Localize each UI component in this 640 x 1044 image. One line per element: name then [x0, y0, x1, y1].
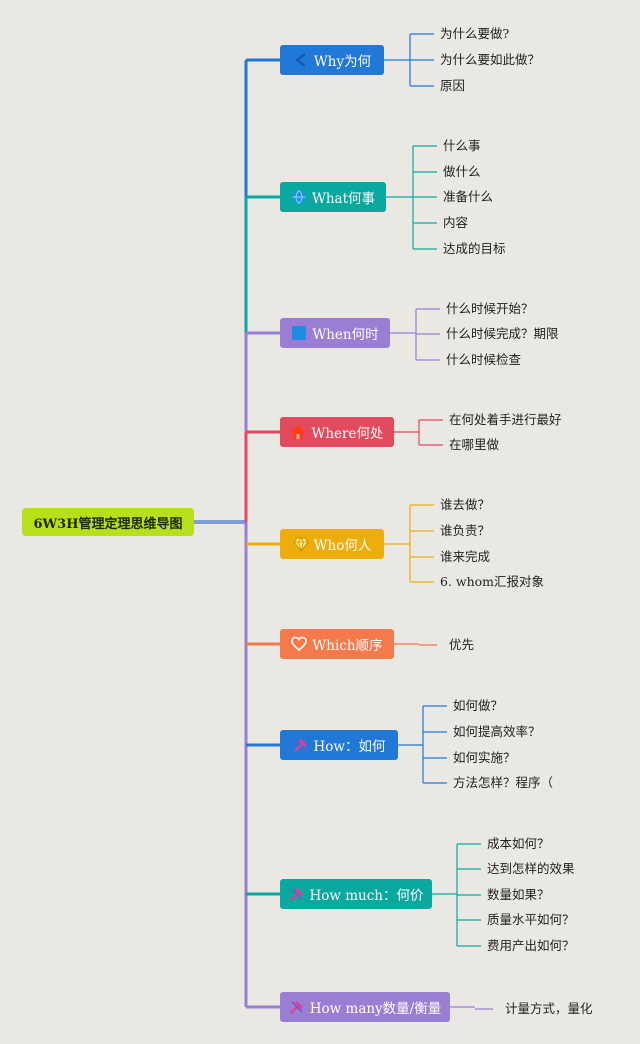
- leaf-topic[interactable]: 什么时候完成？期限: [446, 326, 559, 341]
- leaf-topic[interactable]: 做什么: [443, 164, 481, 179]
- home-icon: [290, 424, 306, 440]
- leaf-topic[interactable]: 谁负责？: [440, 523, 491, 538]
- branch-label: Who何人: [313, 538, 372, 554]
- leaf-topic[interactable]: 谁去做？: [440, 497, 491, 512]
- leaf-topic[interactable]: 什么时候开始？: [446, 301, 534, 316]
- leaf-topic[interactable]: 什么时候检查: [446, 352, 522, 367]
- diamond-icon: [293, 536, 309, 552]
- tools-icon: [289, 886, 305, 902]
- leaf-topic[interactable]: 为什么要做?: [440, 26, 510, 41]
- leaf-topic[interactable]: 质量水平如何？: [487, 912, 575, 927]
- leaf-topic[interactable]: 为什么要如此做？: [440, 52, 541, 67]
- leaf-topic[interactable]: 如何提高效率？: [453, 724, 541, 739]
- branch-how-much[interactable]: How much：何价: [280, 879, 432, 909]
- square-icon: [291, 325, 307, 341]
- globe-icon: [291, 189, 307, 205]
- tools-icon: [293, 737, 309, 753]
- branch-label: How much：何价: [309, 888, 424, 904]
- leaf-topic[interactable]: 谁来完成: [440, 549, 491, 564]
- central-topic[interactable]: 6W3H管理定理思维导图: [22, 508, 194, 536]
- leaf-topic[interactable]: 计量方式，量化: [505, 1001, 593, 1016]
- branch-label: Which顺序: [312, 638, 383, 654]
- leaf-topic[interactable]: 如何做？: [453, 698, 504, 713]
- leaf-topic[interactable]: 达到怎样的效果: [487, 861, 575, 876]
- branch-how-many[interactable]: How many数量/衡量: [280, 992, 450, 1022]
- branch-which[interactable]: Which顺序: [280, 629, 394, 659]
- branch-label: When何时: [312, 327, 379, 343]
- leaf-topic[interactable]: 成本如何？: [487, 836, 550, 851]
- chevron-left-icon: [293, 52, 309, 68]
- branch-when[interactable]: When何时: [280, 318, 390, 348]
- leaf-topic[interactable]: 原因: [440, 78, 466, 93]
- branch-where[interactable]: Where何处: [280, 417, 394, 447]
- leaf-topic[interactable]: 数量如果？: [487, 887, 550, 902]
- branch-label: How many数量/衡量: [309, 1001, 442, 1017]
- leaf-topic[interactable]: 在何处着手进行最好: [449, 412, 562, 427]
- leaf-topic[interactable]: 达成的目标: [443, 241, 506, 256]
- leaf-topic[interactable]: 方法怎样？程序（: [453, 775, 554, 790]
- leaf-topic[interactable]: 6. whom汇报对象: [440, 574, 545, 589]
- branch-how[interactable]: How：如何: [280, 730, 398, 760]
- leaf-topic[interactable]: 什么事: [443, 138, 481, 153]
- branch-who[interactable]: Who何人: [280, 529, 384, 559]
- leaf-topic[interactable]: 准备什么: [443, 189, 494, 204]
- branch-label: How：如何: [313, 739, 386, 755]
- branch-what[interactable]: What何事: [280, 182, 386, 212]
- leaf-topic[interactable]: 如何实施？: [453, 750, 516, 765]
- leaf-topic[interactable]: 内容: [443, 215, 469, 230]
- tools-icon: [289, 999, 305, 1015]
- leaf-topic[interactable]: 优先: [449, 637, 475, 652]
- branch-label: Why为何: [313, 54, 372, 70]
- leaf-topic[interactable]: 费用产出如何？: [487, 938, 575, 953]
- branch-label: Where何处: [311, 426, 384, 442]
- branch-label: What何事: [311, 191, 376, 207]
- branch-why[interactable]: Why为何: [280, 45, 384, 75]
- heart-icon: [291, 636, 308, 652]
- leaf-topic[interactable]: 在哪里做: [449, 437, 500, 452]
